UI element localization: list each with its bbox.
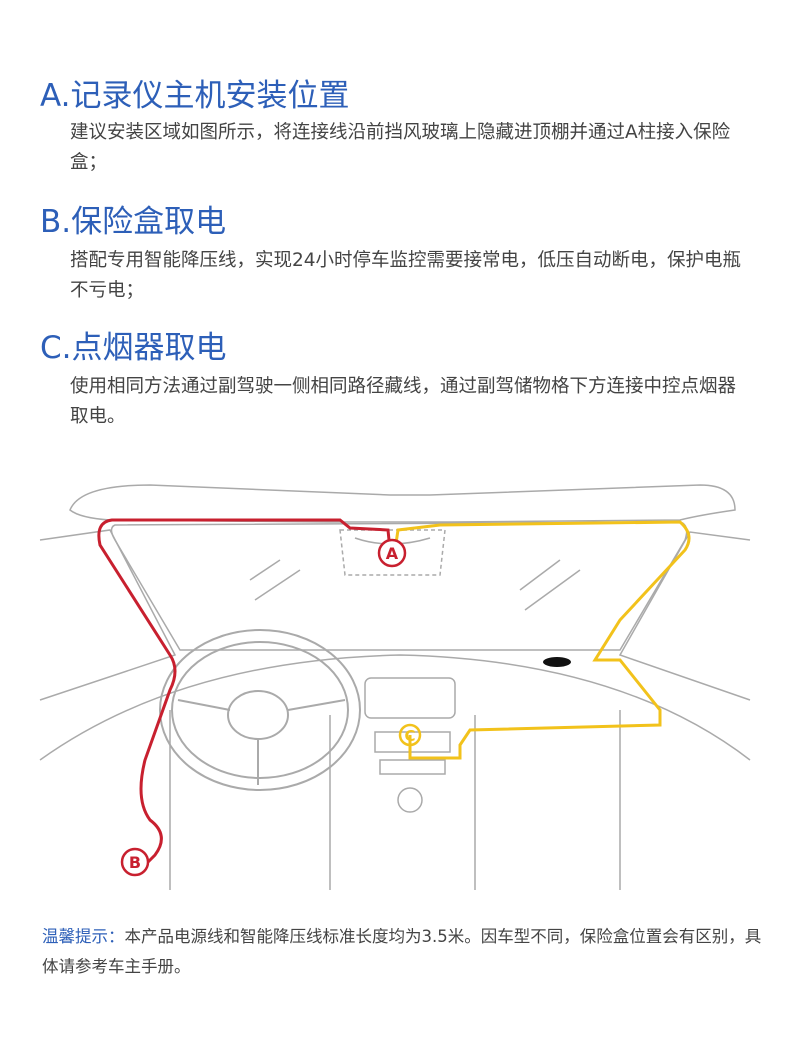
label-b-circle bbox=[120, 847, 150, 877]
section-a-body: 建议安装区域如图所示，将连接线沿前挡风玻璃上隐藏进顶棚并通过A柱接入保险盒； bbox=[70, 122, 731, 173]
section-b-body: 搭配专用智能降压线，实现24小时停车监控需要接常电，低压自动断电，保护电瓶不亏电… bbox=[70, 250, 742, 301]
section-c-body: 使用相同方法通过副驾驶一侧相同路径藏线，通过副驾储物格下方连接中控点烟器取电。 bbox=[70, 376, 737, 427]
yellow-route bbox=[393, 520, 691, 760]
section-b-title: B.保险盒取电 bbox=[40, 204, 227, 240]
label-c: C bbox=[404, 727, 415, 745]
label-a-circle bbox=[377, 538, 407, 568]
section-c-title: C.点烟器取电 bbox=[40, 330, 227, 366]
section-a-title: A.记录仪主机安装位置 bbox=[40, 78, 350, 114]
sensor bbox=[543, 657, 571, 667]
car-interior-diagram: C A B bbox=[39, 484, 751, 890]
label-c-circle bbox=[398, 723, 422, 747]
steering-wheel bbox=[159, 629, 361, 791]
tip-note: 温馨提示：本产品电源线和智能降压线标准长度均为3.5米。因车型不同，保险盒位置会… bbox=[42, 922, 762, 982]
label-a: A bbox=[386, 544, 399, 563]
red-route bbox=[97, 518, 392, 867]
label-b: B bbox=[129, 853, 141, 872]
tip-label: 温馨提示： bbox=[42, 927, 125, 946]
tip-text: 本产品电源线和智能降压线标准长度均为3.5米。因车型不同，保险盒位置会有区别，具… bbox=[42, 927, 762, 976]
